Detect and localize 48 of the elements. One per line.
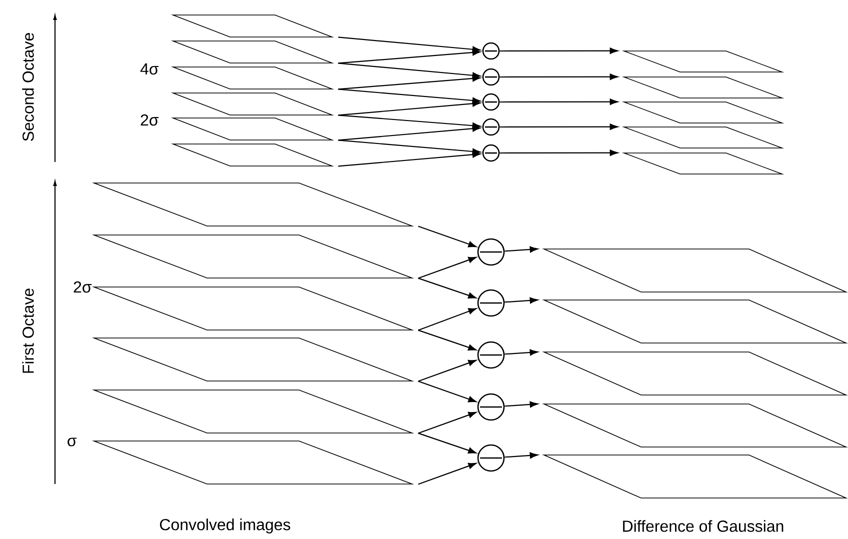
arrow — [338, 140, 481, 155]
axis-label: First Octave — [22, 288, 34, 373]
arrow — [338, 62, 481, 78]
arrow — [500, 48, 618, 54]
minus-circle — [477, 444, 505, 472]
arrow — [500, 124, 618, 130]
arrow — [504, 349, 538, 356]
arrow — [418, 256, 476, 279]
scale-label: 2σ — [74, 281, 92, 293]
arrow — [338, 75, 481, 90]
minus-circle — [477, 238, 505, 266]
arrow — [500, 150, 618, 156]
minus-circle — [482, 144, 500, 162]
scale-label: 4σ — [140, 63, 159, 75]
arrow — [504, 297, 538, 304]
arrow — [418, 308, 476, 331]
arrow — [418, 226, 476, 248]
axis-label: Second Octave — [22, 33, 34, 141]
arrow — [504, 452, 538, 459]
scale-label: σ — [68, 438, 77, 446]
minus-circle — [482, 93, 500, 111]
arrow — [500, 98, 618, 105]
arrow — [418, 380, 476, 402]
scale-label: 2σ — [140, 114, 159, 126]
minus-circle — [477, 341, 505, 369]
arrow — [504, 401, 538, 408]
column-label: Convolved images — [160, 518, 290, 534]
arrow — [338, 125, 481, 141]
arrow — [338, 100, 481, 116]
minus-circle — [477, 289, 505, 317]
arrow — [418, 360, 476, 382]
arrow — [500, 74, 618, 80]
arrow — [418, 432, 476, 454]
column-label: Difference of Gaussian — [623, 520, 784, 532]
arrow — [338, 151, 481, 167]
arrow — [338, 49, 481, 64]
arrow — [418, 462, 476, 485]
minus-circle — [482, 68, 500, 86]
arrow — [338, 36, 481, 52]
minus-circle — [482, 118, 500, 136]
arrow — [338, 88, 481, 104]
arrow — [418, 278, 476, 299]
minus-circle — [482, 42, 500, 60]
arrow — [418, 330, 476, 351]
arrow — [418, 412, 476, 434]
minus-circle — [477, 393, 505, 421]
arrow — [338, 114, 481, 129]
arrow — [504, 246, 538, 253]
